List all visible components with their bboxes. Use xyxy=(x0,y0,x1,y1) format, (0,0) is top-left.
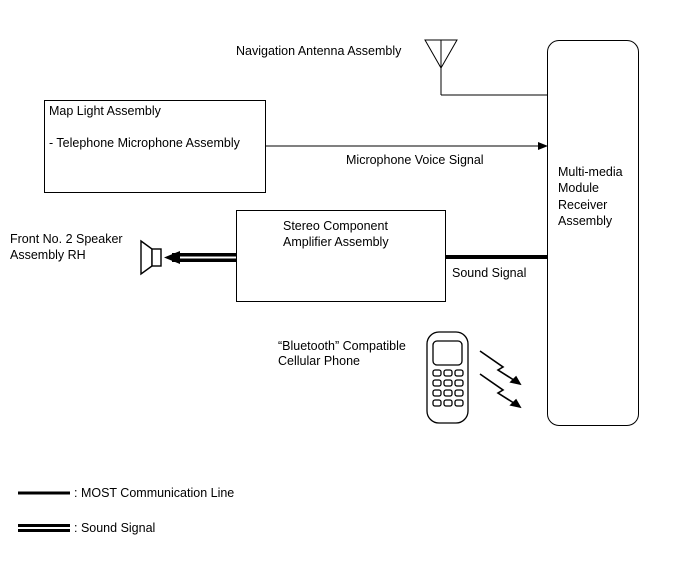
sound-signal-label: Sound Signal xyxy=(452,266,527,280)
legend-sound-label: : Sound Signal xyxy=(74,521,156,535)
cellular-phone-icon xyxy=(426,331,469,424)
map-light-box xyxy=(44,100,266,193)
map-light-title: Map Light Assembly xyxy=(49,104,161,118)
amplifier-label-line2: Amplifier Assembly xyxy=(283,235,389,249)
microphone-assembly-label: - Telephone Microphone Assembly xyxy=(49,136,240,150)
wireless-signal-icon xyxy=(479,350,522,409)
receiver-label-line1: Multi-media xyxy=(558,165,623,179)
antenna-icon xyxy=(424,39,458,95)
phone-label-line2: Cellular Phone xyxy=(278,354,360,368)
receiver-label-line3: Receiver xyxy=(558,198,608,212)
phone-label-line1: “Bluetooth” Compatible xyxy=(278,339,406,353)
speaker-label-line2: Assembly RH xyxy=(10,248,86,262)
antenna-label: Navigation Antenna Assembly xyxy=(236,44,402,58)
receiver-label-line2: Module xyxy=(558,181,599,195)
receiver-label-line4: Assembly xyxy=(558,214,613,228)
legend-sound-line xyxy=(18,524,70,532)
legend-most-label: : MOST Communication Line xyxy=(74,486,235,500)
amplifier-label-line1: Stereo Component xyxy=(283,219,388,233)
microphone-signal-label: Microphone Voice Signal xyxy=(346,153,484,167)
sound-signal-line xyxy=(164,251,237,264)
receiver-box xyxy=(547,40,639,426)
speaker-label-line1: Front No. 2 Speaker xyxy=(10,232,123,246)
microphone-signal-arrowhead xyxy=(538,142,548,150)
speaker-icon xyxy=(140,239,162,276)
amplifier-box xyxy=(236,210,446,302)
